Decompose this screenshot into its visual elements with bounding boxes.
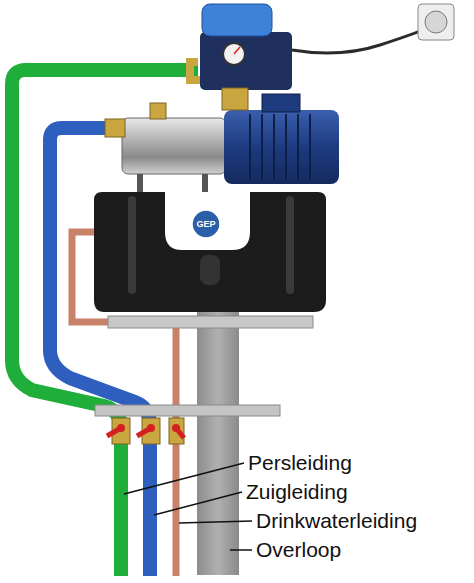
- pressure-gauge: [223, 43, 245, 65]
- part-label: Drinkwaterleiding: [256, 509, 417, 533]
- pump-motor: [224, 110, 339, 184]
- part-label: Overloop: [256, 538, 341, 562]
- mounting-plate: [108, 316, 313, 328]
- part-label: Zuigleiding: [246, 480, 348, 504]
- ball-valves: [107, 418, 184, 444]
- buffer-tank: [94, 192, 326, 312]
- logo-badge: [192, 210, 220, 238]
- power-cable: [292, 26, 432, 53]
- wall-socket: [418, 4, 454, 40]
- leader-lines: [124, 463, 252, 550]
- lower-bracket: [95, 405, 280, 416]
- pressure-switch: [200, 32, 292, 90]
- logo-text: GEP: [196, 219, 215, 229]
- part-label: Persleiding: [248, 451, 352, 475]
- pump-body: [122, 118, 226, 174]
